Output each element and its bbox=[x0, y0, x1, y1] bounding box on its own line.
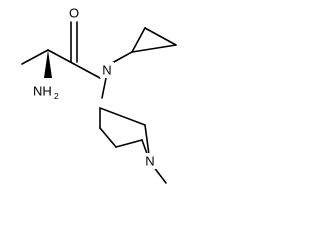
amide-nitrogen-label: N bbox=[102, 63, 111, 78]
molecule-structure: O N NH 2 N bbox=[21, 5, 177, 184]
bond-piperidine-c5-c6 bbox=[115, 139, 143, 148]
bond-alpha-carbon-carbonyl bbox=[47, 49, 75, 65]
bond-cyclopropane-3 bbox=[131, 44, 177, 53]
oxygen-label: O bbox=[69, 6, 79, 21]
amine-label: NH bbox=[33, 84, 52, 99]
amine-label-bg bbox=[28, 80, 62, 100]
bond-piperidine-c2-c3 bbox=[99, 107, 146, 126]
bond-carbonyl-amide-nitrogen bbox=[73, 63, 101, 79]
bond-piperidine-c4-c5 bbox=[99, 127, 117, 148]
bond-amide-nitrogen-piperidine bbox=[101, 77, 107, 99]
bond-cyclopropane-1 bbox=[131, 27, 146, 53]
bond-methyl-alpha-carbon bbox=[21, 49, 49, 65]
bond-amide-nitrogen-cyclopropyl bbox=[111, 51, 133, 64]
ring-nitrogen-label: N bbox=[145, 154, 154, 169]
bond-cyclopropane-2 bbox=[144, 27, 177, 46]
amine-subscript: 2 bbox=[54, 91, 59, 101]
stereo-wedge-bond bbox=[44, 50, 52, 78]
amide-nitrogen-label-bg bbox=[100, 62, 114, 78]
ring-nitrogen-label-bg bbox=[143, 153, 157, 169]
oxygen-label-bg bbox=[66, 5, 82, 21]
